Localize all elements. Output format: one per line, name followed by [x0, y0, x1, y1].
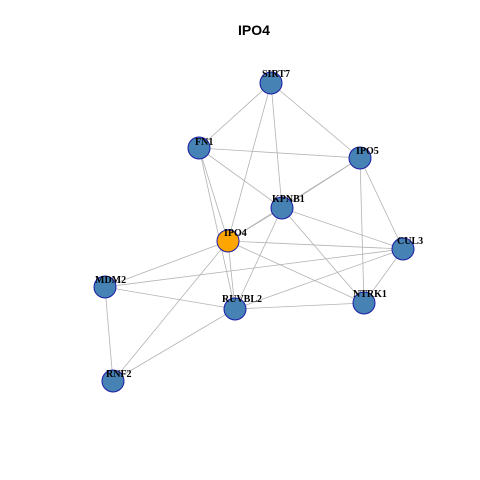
node-label: SIRT7 [262, 69, 290, 80]
edge-layer [104, 82, 404, 382]
node-ntrk1: NTRK1 [352, 289, 387, 315]
node-label: MDM2 [95, 275, 126, 286]
edge-sirt7-kpnb1 [270, 82, 283, 209]
node-circle [223, 297, 247, 321]
edge-ruvbl2-ntrk1 [234, 302, 365, 310]
edge-sirt7-ipo5 [270, 82, 361, 159]
edge-fn1-ipo5 [198, 147, 361, 159]
node-kpnb1: KPNB1 [270, 194, 305, 220]
node-circle [270, 196, 294, 220]
node-circle [216, 229, 240, 253]
edge-sirt7-fn1 [198, 82, 272, 149]
node-circle [259, 71, 283, 95]
node-ipo5: IPO5 [348, 146, 379, 170]
node-circle [187, 136, 211, 160]
node-label: RUVBL2 [222, 294, 262, 305]
node-mdm2: MDM2 [93, 275, 126, 299]
node-circle [101, 369, 125, 393]
node-fn1: FN1 [187, 136, 213, 160]
node-ipo4: IPO4 [216, 228, 247, 253]
edge-mdm2-rnf2 [104, 286, 114, 382]
node-cul3: CUL3 [391, 236, 423, 261]
edge-ipo4-rnf2 [112, 240, 229, 382]
node-label: CUL3 [397, 236, 423, 247]
node-label: IPO5 [356, 146, 379, 157]
edge-cul3-mdm2 [104, 248, 404, 288]
node-label: NTRK1 [353, 289, 387, 300]
edge-ipo5-cul3 [359, 157, 404, 250]
edge-kpnb1-cul3 [281, 207, 404, 250]
node-sirt7: SIRT7 [259, 69, 290, 95]
edge-ipo4-mdm2 [104, 240, 229, 288]
edge-fn1-ruvbl2 [198, 147, 236, 310]
node-rnf2: RNF2 [101, 369, 132, 393]
edge-ipo4-ntrk1 [227, 240, 365, 304]
diagram-title: IPO4 [238, 22, 270, 38]
node-circle [93, 275, 117, 299]
edge-sirt7-ipo4 [227, 82, 272, 242]
node-ruvbl2: RUVBL2 [222, 294, 262, 321]
edge-fn1-kpnb1 [198, 147, 283, 209]
edge-cul3-ruvbl2 [234, 248, 404, 310]
edge-kpnb1-ruvbl2 [234, 207, 283, 310]
node-label: IPO4 [224, 228, 247, 239]
node-label: KPNB1 [272, 194, 305, 205]
edge-mdm2-ruvbl2 [104, 286, 236, 310]
edge-ipo4-cul3 [227, 240, 404, 250]
node-circle [352, 291, 376, 315]
node-label: RNF2 [106, 369, 132, 380]
edge-fn1-ipo4 [198, 147, 229, 242]
edge-ruvbl2-rnf2 [112, 308, 236, 382]
node-circle [348, 146, 372, 170]
edge-ipo5-ntrk1 [359, 157, 365, 304]
node-label: FN1 [195, 137, 213, 148]
edge-kpnb1-ntrk1 [281, 207, 365, 304]
node-circle [391, 237, 415, 261]
